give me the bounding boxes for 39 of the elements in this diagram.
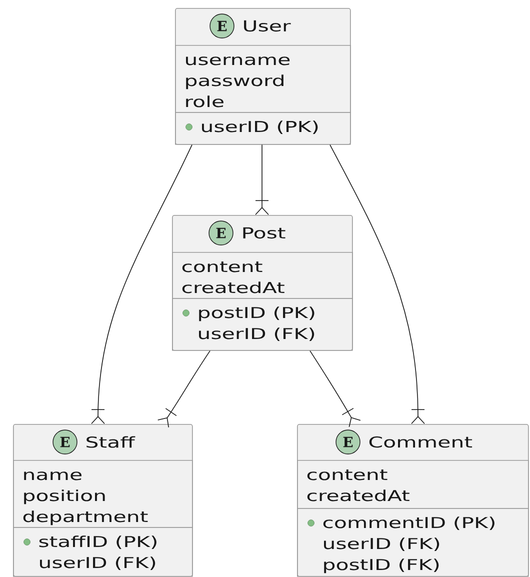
entity-box [297,424,529,577]
entity-name: Staff [86,436,136,448]
attribute-section [175,45,351,113]
key-text: userID (FK) [199,328,314,341]
relationship-line [330,144,425,424]
key-section [175,112,351,145]
attribute-text: department [23,510,148,526]
relationship-line [310,350,361,428]
attribute-text: content [307,469,388,480]
attribute-text: createdAt [307,490,410,502]
key-section [172,298,353,351]
key-section [13,527,193,577]
relationship-line [255,144,269,215]
attribute-text: password [186,74,284,90]
entity-name: Comment [369,436,472,448]
key-text: userID (FK) [40,556,156,570]
entity-box [13,424,193,577]
entity-box [175,8,351,145]
key-text: userID (FK) [324,538,440,551]
key-text: postID (PK) [199,306,314,322]
relationship-line [91,144,192,424]
entity-name: User [244,20,291,32]
key-text: commentID (PK) [323,516,494,530]
key-text: userID (PK) [202,120,318,134]
attribute-text: position [24,490,105,504]
attribute-section [297,460,529,509]
entity-box [172,215,353,351]
relationship-line [157,350,210,428]
attribute-text: content [182,261,262,272]
attribute-text: username [186,56,290,66]
key-text: postID (FK) [324,558,439,574]
attribute-section [13,460,193,528]
attribute-section [172,252,353,299]
key-text: staffID (PK) [39,536,156,549]
attribute-text: role [186,96,224,108]
attribute-text: name [24,472,82,480]
entity-name: Post [243,227,286,239]
attribute-text: createdAt [182,282,284,294]
key-section [297,508,529,577]
